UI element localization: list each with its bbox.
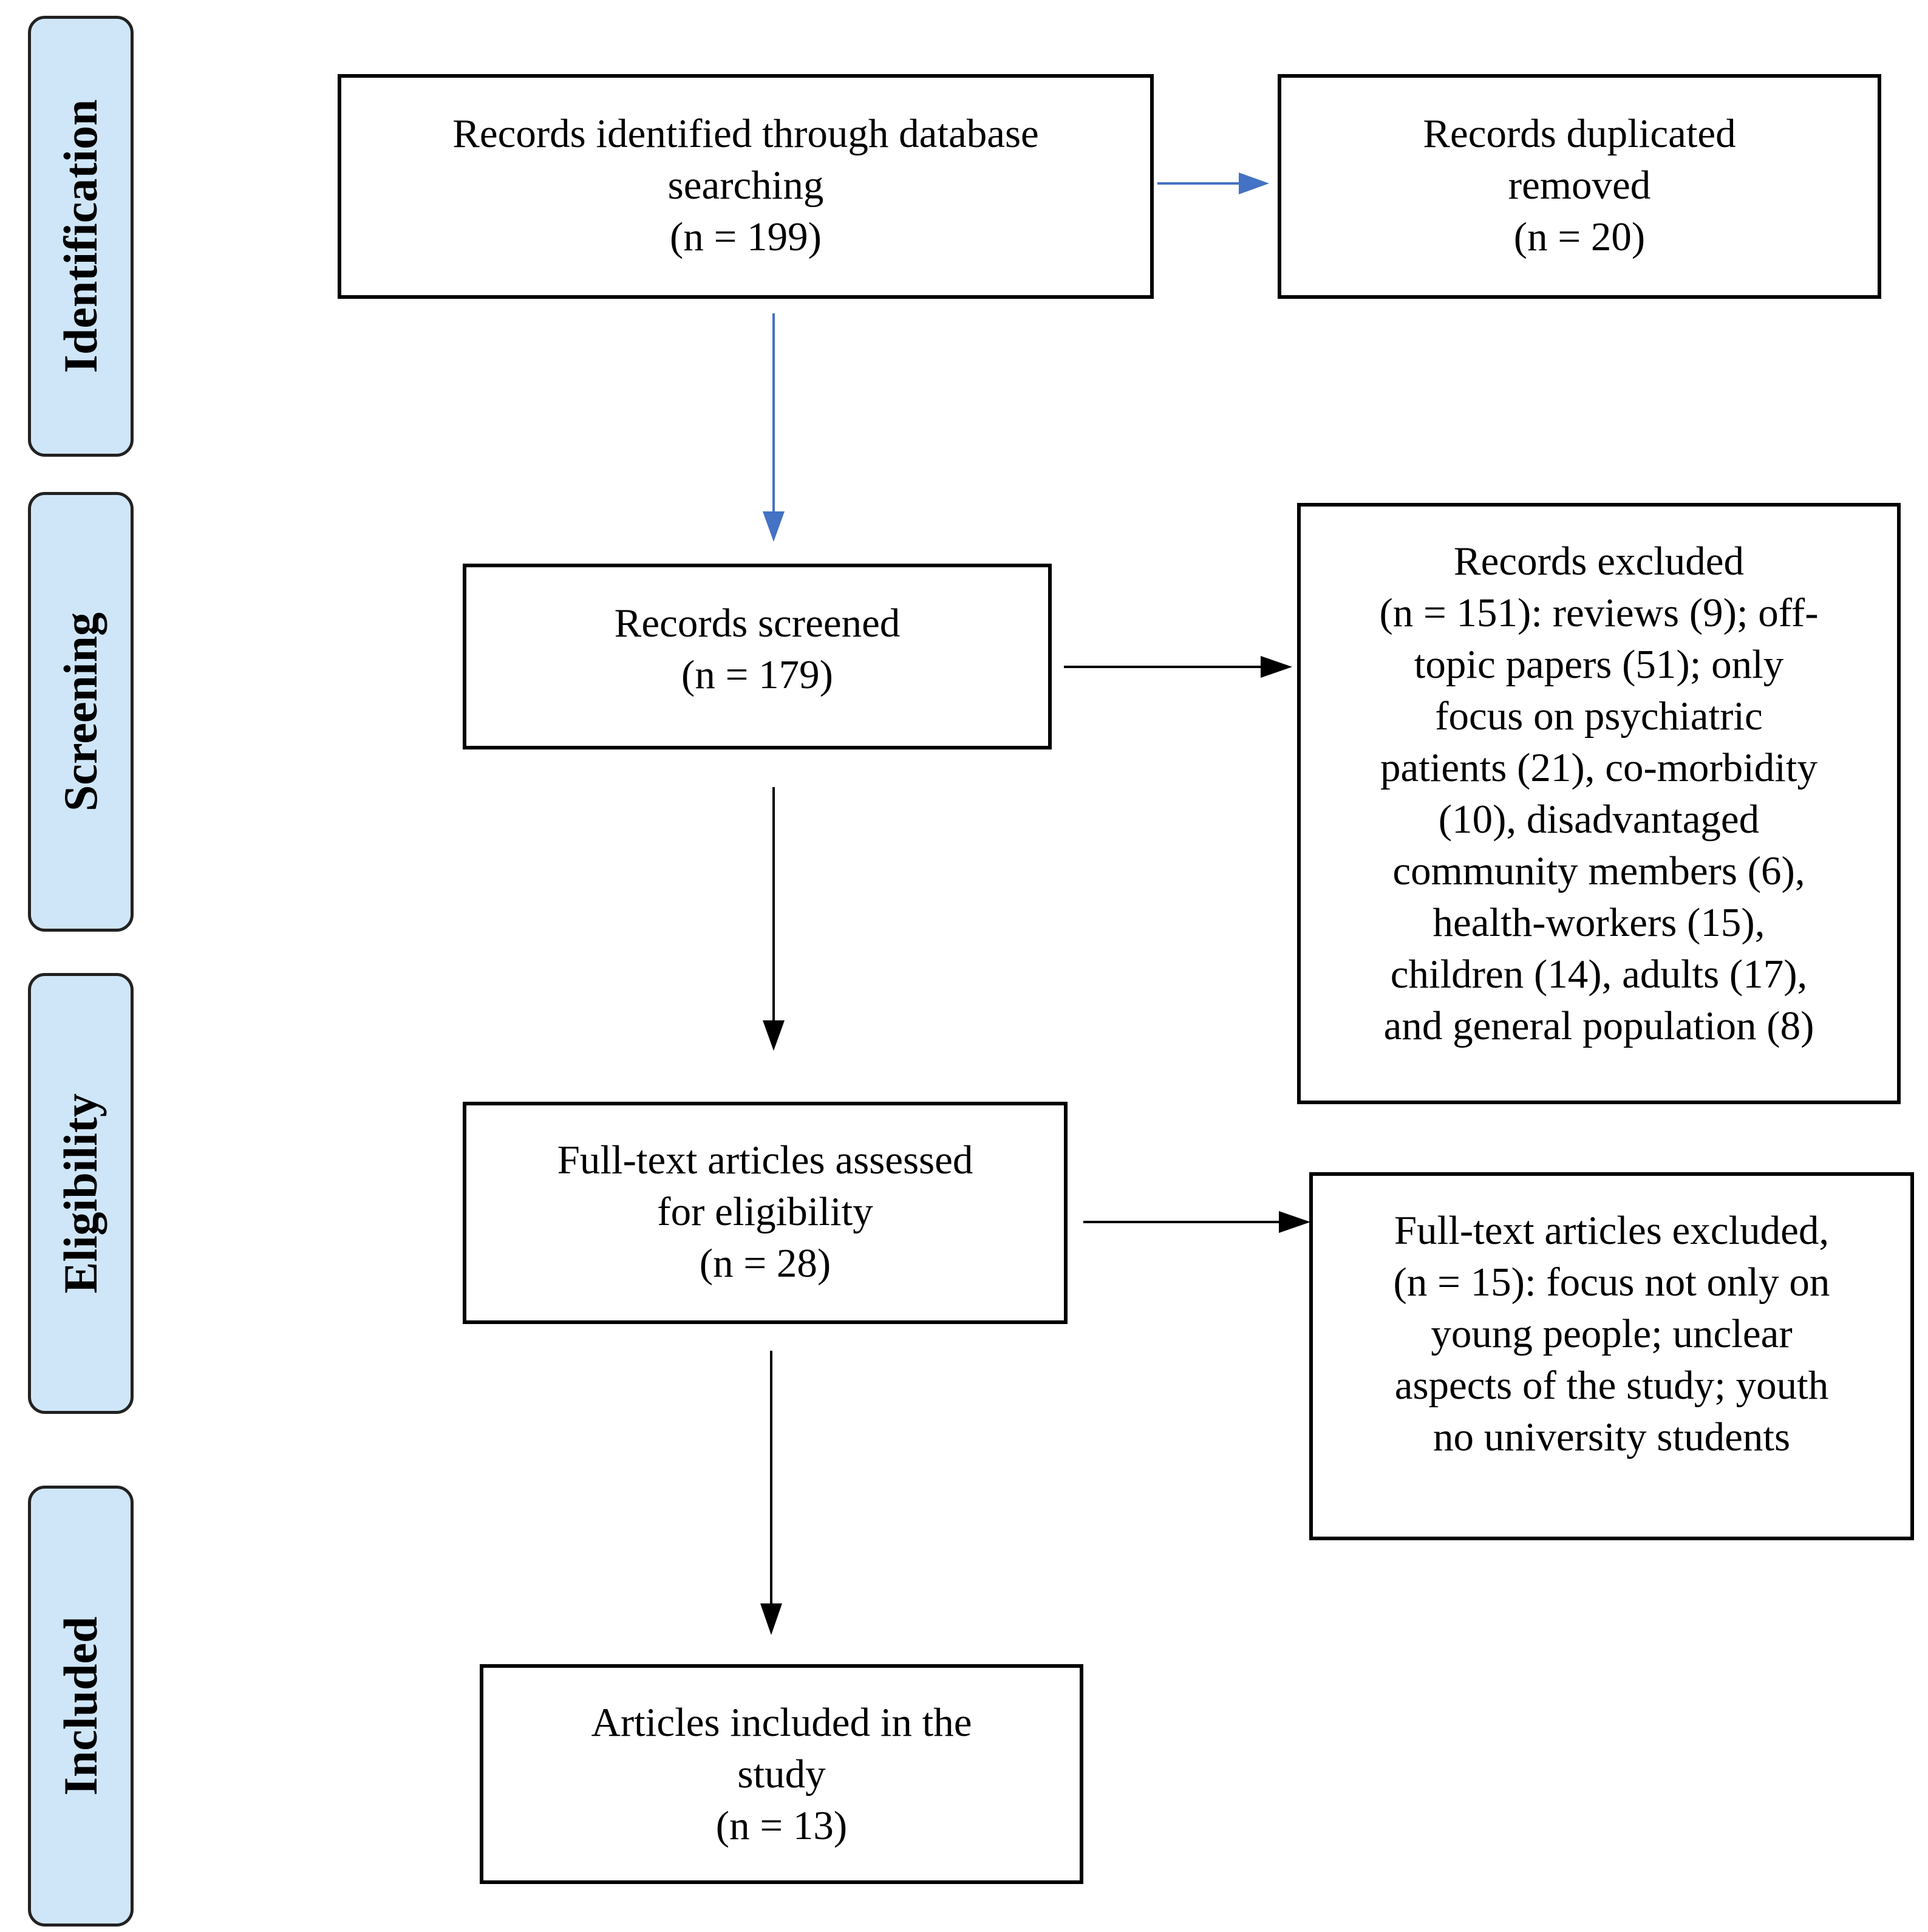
arrow-screened-to-excluded xyxy=(1064,656,1292,678)
duplicates-removed-line2: removed xyxy=(1508,163,1651,208)
fulltext-assessed-line2: for eligibility xyxy=(657,1189,873,1234)
articles-included-line2: study xyxy=(737,1752,826,1797)
arrow-identified-to-duplicates xyxy=(1157,172,1269,194)
fulltext-excluded-line: (n = 15): focus not only on xyxy=(1393,1260,1830,1305)
records-excluded-box: Records excluded (n = 151): reviews (9);… xyxy=(1297,503,1901,1104)
fulltext-assessed-count: (n = 28) xyxy=(699,1241,831,1286)
stage-included: Included xyxy=(28,1486,134,1927)
fulltext-excluded-box: Full-text articles excluded, (n = 15): f… xyxy=(1309,1172,1914,1540)
arrow-fulltext-to-included xyxy=(760,1351,782,1635)
arrow-screened-to-fulltext xyxy=(763,787,785,1051)
duplicates-removed-count: (n = 20) xyxy=(1513,214,1646,259)
articles-included-box: Articles included in the study (n = 13) xyxy=(480,1664,1083,1884)
records-identified-box: Records identified through database sear… xyxy=(338,74,1154,299)
fulltext-assessed-box: Full-text articles assessed for eligibil… xyxy=(463,1102,1068,1324)
records-excluded-line: health-workers (15), xyxy=(1432,900,1765,945)
records-excluded-line: focus on psychiatric xyxy=(1435,694,1763,739)
records-screened-box: Records screened (n = 179) xyxy=(463,564,1052,749)
records-excluded-line: children (14), adults (17), xyxy=(1390,952,1808,997)
records-identified-line1: Records identified through database xyxy=(452,111,1039,156)
fulltext-excluded-line: no university students xyxy=(1432,1415,1791,1459)
fulltext-assessed-line1: Full-text articles assessed xyxy=(557,1138,973,1183)
records-excluded-line: topic papers (51); only xyxy=(1414,642,1784,687)
records-screened-line1: Records screened xyxy=(614,601,901,646)
duplicates-removed-line1: Records duplicated xyxy=(1423,111,1736,156)
records-excluded-line: community members (6), xyxy=(1392,848,1805,893)
records-screened-count: (n = 179) xyxy=(681,652,833,697)
arrow-identified-to-screened xyxy=(763,313,785,542)
duplicates-removed-box: Records duplicated removed (n = 20) xyxy=(1278,74,1881,299)
records-excluded-line: Records excluded xyxy=(1453,539,1745,584)
articles-included-line1: Articles included in the xyxy=(591,1700,972,1745)
fulltext-excluded-line: aspects of the study; youth xyxy=(1394,1363,1829,1408)
fulltext-excluded-line: Full-text articles excluded, xyxy=(1394,1208,1830,1253)
records-excluded-line: and general population (8) xyxy=(1383,1003,1814,1048)
fulltext-excluded-line: young people; unclear xyxy=(1431,1311,1793,1356)
stage-screening: Screening xyxy=(28,492,134,932)
stage-eligibility: Eligibility xyxy=(28,973,134,1414)
articles-included-count: (n = 13) xyxy=(715,1803,848,1848)
arrow-fulltext-to-fulltext-excluded xyxy=(1083,1211,1310,1233)
records-excluded-line: (10), disadvantaged xyxy=(1438,797,1760,842)
records-excluded-line: (n = 151): reviews (9); off- xyxy=(1379,590,1819,635)
records-identified-count: (n = 199) xyxy=(670,214,822,259)
stage-identification: Identification xyxy=(28,16,134,457)
records-identified-line2: searching xyxy=(667,163,824,208)
records-excluded-line: patients (21), co-morbidity xyxy=(1380,745,1818,790)
